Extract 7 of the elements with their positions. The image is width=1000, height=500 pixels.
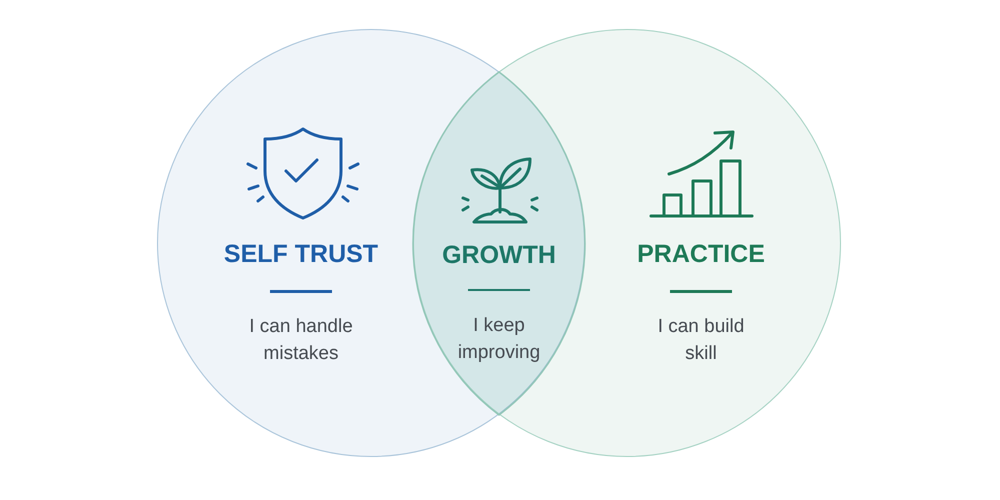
heading: SELF TRUST	[224, 239, 378, 269]
description: I can handle mistakes	[248, 315, 354, 366]
description: I keep improving	[456, 314, 542, 365]
heading: GROWTH	[442, 240, 556, 270]
overlap-region	[413, 72, 585, 414]
description: I can build skill	[656, 315, 746, 366]
heading: PRACTICE	[637, 239, 765, 269]
